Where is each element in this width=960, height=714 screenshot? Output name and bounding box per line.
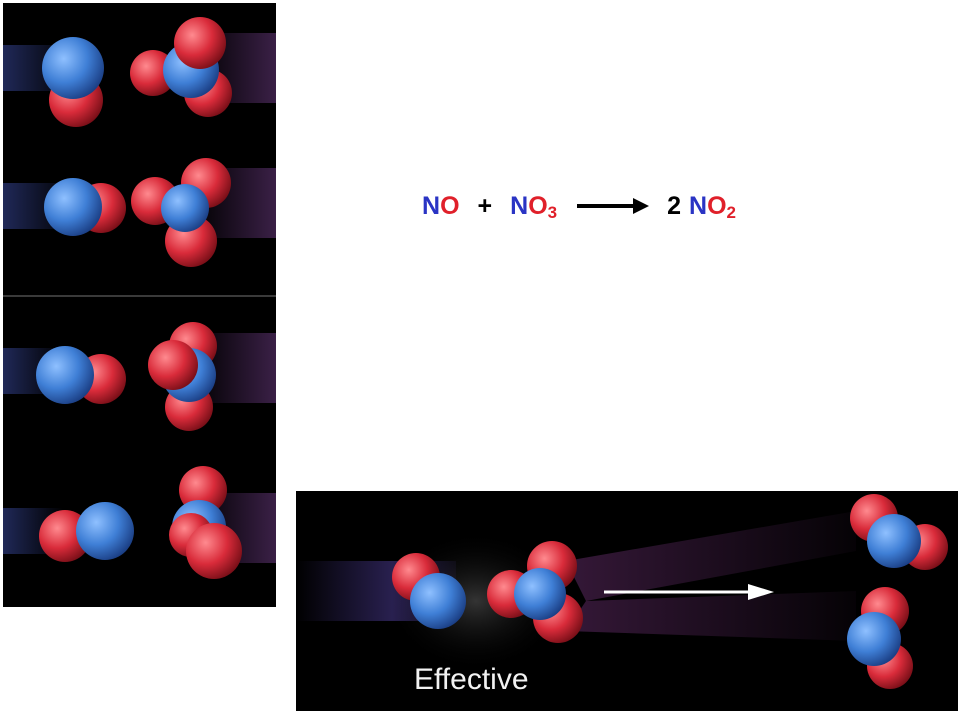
collision-panel-left [3,3,276,607]
no3-molecule-2 [131,158,231,267]
no3-molecule-1 [130,17,232,117]
product-no2-molecule-top [850,494,948,570]
no3-molecule-3 [148,322,217,431]
effective-no-molecule [392,553,466,629]
no3-molecule-4 [169,466,242,579]
reactant1-oxygen: O [440,191,460,220]
product-coefficient: 2 [667,191,682,220]
product-no2-molecule-bottom [847,587,913,689]
reactant2-nitrogen: N [510,191,529,220]
direction-arrow-icon [604,584,774,600]
product-oxygen: O [707,191,727,220]
effective-collision-illustration [296,494,948,689]
plus-sign: + [477,191,493,220]
reactant2-oxygen: O [528,191,548,220]
reactant2-subscript: 3 [547,203,558,222]
panel-divider [3,295,276,297]
product-subscript: 2 [726,203,736,222]
collision-illustrations [3,17,276,579]
effective-label: Effective [414,663,529,696]
no-molecule-2 [44,178,126,236]
effective-no3-molecule [487,541,583,643]
effective-collision-panel: Effective [296,491,958,711]
product-nitrogen: N [689,191,708,220]
reactant1-nitrogen: N [422,191,441,220]
no-molecule-1 [42,37,104,127]
reaction-arrow-icon [577,196,650,216]
no-molecule-4 [39,502,134,562]
no-molecule-3 [36,346,126,404]
